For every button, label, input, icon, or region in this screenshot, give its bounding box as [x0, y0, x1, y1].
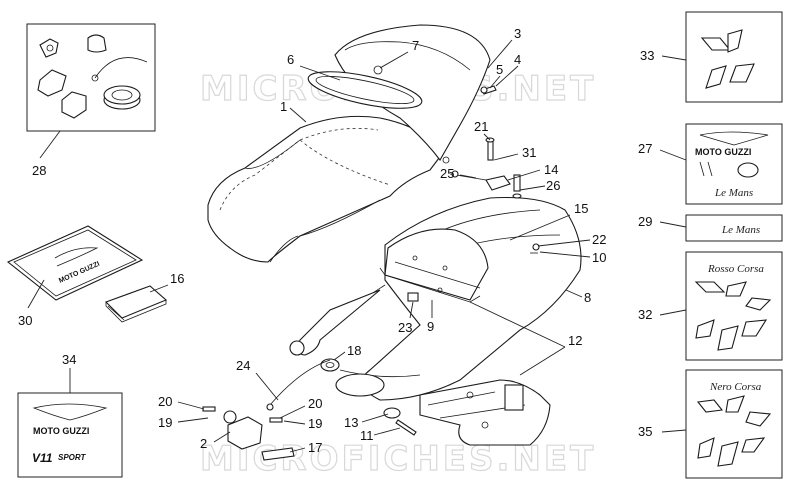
callout-11: 11 — [360, 428, 374, 443]
decal-32-script: Rosso Corsa — [707, 263, 764, 275]
callout-32: 32 — [638, 307, 652, 322]
seat-pan — [379, 228, 489, 303]
callout-2: 2 — [200, 436, 207, 451]
callout-4: 4 — [514, 52, 521, 67]
callout-23: 23 — [398, 320, 412, 335]
decal-29-script: Le Mans — [721, 224, 760, 236]
lock-set-box — [26, 23, 156, 132]
callout-1: 1 — [280, 99, 287, 114]
owner-manual — [105, 285, 168, 323]
callout-17: 17 — [308, 440, 322, 455]
decal-box-34: MOTO GUZZI V11 SPORT — [17, 392, 123, 478]
callout-15: 15 — [574, 201, 588, 216]
decal-27-logo: MOTO GUZZI — [695, 147, 751, 157]
callout-35: 35 — [638, 424, 652, 439]
callout-27: 27 — [638, 141, 652, 156]
decal-34-logo: MOTO GUZZI — [33, 426, 89, 436]
callout-12: 12 — [568, 333, 582, 348]
callout-34: 34 — [62, 352, 76, 367]
callout-7: 7 — [412, 38, 419, 53]
callout-3: 3 — [514, 26, 521, 41]
decal-box-35: Nero Corsa — [685, 369, 783, 479]
callout-6: 6 — [287, 52, 294, 67]
callout-26: 26 — [546, 178, 560, 193]
callout-16: 16 — [170, 271, 184, 286]
decal-box-29: Le Mans — [685, 214, 783, 242]
callout-14: 14 — [544, 162, 558, 177]
callout-21: 21 — [474, 119, 488, 134]
leader-lines — [27, 39, 687, 453]
callout-18: 18 — [347, 343, 361, 358]
callout-9: 9 — [427, 319, 434, 334]
tool-pouch: MOTO GUZZI — [6, 225, 144, 301]
callout-19-right: 19 — [308, 416, 322, 431]
callout-20-right: 20 — [308, 396, 322, 411]
callout-31: 31 — [522, 145, 536, 160]
callout-28: 28 — [32, 163, 46, 178]
decal-box-27: MOTO GUZZI Le Mans — [685, 123, 783, 205]
decal-35-script: Nero Corsa — [709, 381, 762, 393]
callout-8: 8 — [584, 290, 591, 305]
callout-10: 10 — [592, 250, 606, 265]
callout-20-left: 20 — [158, 394, 172, 409]
callout-30: 30 — [18, 313, 32, 328]
callouts: 1 2 3 4 5 6 7 8 9 10 11 12 13 14 15 16 1… — [18, 26, 654, 455]
callout-24: 24 — [236, 358, 250, 373]
lower-subframe — [419, 379, 551, 446]
decal-34-v11: V11 — [32, 451, 53, 465]
decal-27-script: Le Mans — [714, 187, 753, 199]
callout-22: 22 — [592, 232, 606, 247]
callout-19-left: 19 — [158, 415, 172, 430]
decal-34-sport: SPORT — [58, 453, 87, 462]
callout-29: 29 — [638, 214, 652, 229]
decal-box-33 — [685, 11, 783, 103]
watermark-bottom: MICROFICHES.NET — [200, 439, 596, 479]
callout-13: 13 — [344, 415, 358, 430]
decal-box-32: Rosso Corsa — [685, 251, 783, 361]
seat — [207, 115, 446, 263]
callout-25: 25 — [440, 166, 454, 181]
seat-cowl — [307, 24, 491, 164]
callout-33: 33 — [640, 48, 654, 63]
callout-5: 5 — [496, 62, 503, 77]
